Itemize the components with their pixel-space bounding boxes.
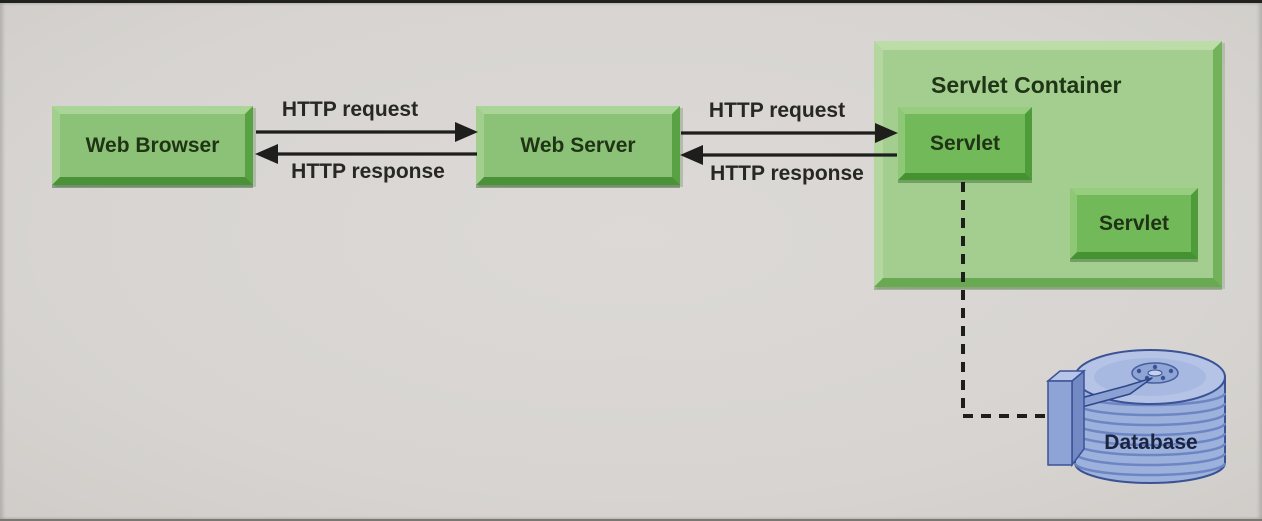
http-response-label-2: HTTP response (710, 162, 864, 185)
servlet-container-title: Servlet Container (931, 72, 1122, 98)
database-icon: Database (1045, 349, 1227, 484)
http-request-arrow-2 (681, 123, 898, 143)
servlet-2-label: Servlet (1098, 211, 1170, 235)
http-request-label-2: HTTP request (708, 99, 846, 122)
servlet-node-2: Servlet (1070, 188, 1198, 259)
web-browser-label: Web Browser (85, 133, 220, 157)
http-request-label-1: HTTP request (281, 98, 419, 121)
web-server-label: Web Server (520, 133, 636, 157)
http-request-arrow-1 (256, 122, 478, 142)
web-server-node: Web Server (476, 106, 680, 185)
servlet-node-1: Servlet (898, 107, 1032, 180)
web-browser-node: Web Browser (52, 106, 253, 185)
servlet-1-label: Servlet (929, 131, 1001, 155)
database-label: Database (1104, 431, 1197, 454)
http-response-label-1: HTTP response (291, 160, 445, 183)
